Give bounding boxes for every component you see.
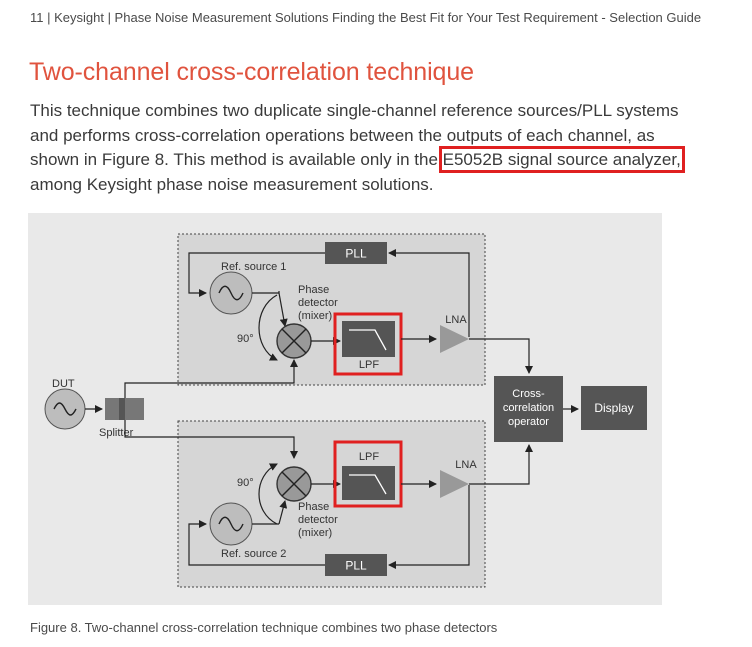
cross-correlation-line3: operator: [508, 416, 549, 428]
cross-correlation-line1: Cross-: [512, 388, 545, 400]
cross-correlation-operator-block: [494, 376, 563, 442]
ch2-feedback-line: [388, 485, 470, 569]
display-block: [581, 386, 647, 430]
lna-1-amplifier-icon: [440, 325, 469, 353]
phase-detector-1-line1: Phase: [298, 284, 329, 296]
cross-correlation-line2: correlation: [503, 402, 554, 414]
mixer-2-cross-b: [281, 471, 307, 497]
display-label: Display: [594, 401, 633, 415]
lpf-1-highlight: [333, 312, 403, 376]
ref-source-1-sine-icon: [218, 285, 244, 301]
dut-label: DUT: [52, 378, 75, 390]
ch2-pll-to-source-line: [188, 520, 325, 566]
figure-8-diagram: PLL Ref. source 1 90° Phase detector (mi…: [28, 213, 662, 605]
figure-caption: Figure 8. Two-channel cross-correlation …: [30, 620, 498, 635]
ch1-pll-to-source-line: [188, 252, 325, 297]
splitter-core: [119, 398, 125, 420]
lpf-2-block: [342, 466, 395, 500]
lpf-2-highlight: [333, 440, 403, 508]
splitter-to-ch2-line: [124, 420, 298, 459]
ch2-mixer-lead: [278, 500, 288, 525]
paragraph-line-3: shown in Figure 8. This method is availa…: [30, 146, 730, 173]
lpf-1-label: LPF: [359, 359, 379, 371]
ch1-90deg-arc: [258, 294, 278, 361]
phase-detector-2-line2: detector: [298, 514, 338, 526]
ch1-lna-to-correlator-line: [469, 338, 533, 374]
phase-detector-2-line1: Phase: [298, 501, 329, 513]
phase-detector-1-line3: (mixer): [298, 310, 332, 322]
page-header: 11 | Keysight | Phase Noise Measurement …: [30, 10, 702, 25]
phase-detector-1-line2: detector: [298, 297, 338, 309]
phase-shift-2-label: 90°: [237, 477, 254, 489]
ref-source-1-label: Ref. source 1: [221, 261, 286, 273]
lna-1-label: LNA: [445, 314, 467, 326]
intro-paragraph: This technique combines two duplicate si…: [30, 99, 730, 197]
lna-2-amplifier-icon: [440, 470, 469, 498]
lpf-1-block: [342, 321, 395, 357]
splitter-to-ch1-line: [124, 359, 298, 398]
section-title: Two-channel cross-correlation technique: [29, 58, 474, 86]
paragraph-line-1: This technique combines two duplicate si…: [30, 101, 679, 120]
paragraph-line-3-prefix: shown in Figure 8. This method is availa…: [30, 150, 443, 169]
ref-source-2-label: Ref. source 2: [221, 548, 286, 560]
lna-2-label: LNA: [455, 459, 477, 471]
ch2-lna-to-correlator-line: [469, 444, 533, 485]
block-diagram: PLL Ref. source 1 90° Phase detector (mi…: [44, 233, 647, 588]
phase-shift-1-label: 90°: [237, 333, 254, 345]
pll-2-label: PLL: [345, 559, 367, 573]
pll-2-block: [325, 554, 387, 576]
dut-sine-icon: [53, 402, 77, 416]
pll-1-block: [325, 242, 387, 264]
paragraph-line-2: and performs cross-correlation operation…: [30, 125, 655, 145]
mixer-1-cross-b: [281, 328, 307, 354]
pll-1-label: PLL: [345, 247, 367, 261]
lpf-2-response-icon: [349, 474, 387, 495]
ch1-mixer-lead: [278, 292, 288, 327]
ch1-feedback-line: [388, 249, 470, 337]
analyzer-highlight: E5052B signal source analyzer,: [438, 146, 685, 173]
paragraph-line-4: among Keysight phase noise measurement s…: [30, 174, 434, 194]
phase-detector-2-line3: (mixer): [298, 527, 332, 539]
lpf-1-response-icon: [349, 329, 387, 351]
lpf-2-label: LPF: [359, 451, 379, 463]
ch2-90deg-arc: [258, 463, 278, 525]
ref-source-2-sine-icon: [218, 516, 244, 532]
